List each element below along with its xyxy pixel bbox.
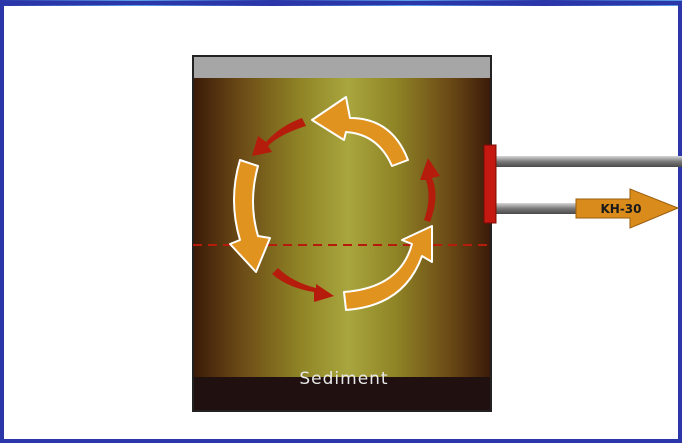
red-arrow-top-left <box>252 118 306 156</box>
circulation-arrows <box>229 96 440 311</box>
sediment-label: Sediment <box>299 369 388 389</box>
outlet-arrow: KH-30 <box>575 188 680 229</box>
outlet-pipes <box>494 156 682 214</box>
orange-arrow-left <box>229 159 271 273</box>
lower-pipe <box>494 203 584 214</box>
sediment-layer <box>194 377 490 410</box>
orange-arrow-bottom <box>343 225 433 311</box>
orange-arrow-top <box>311 96 409 167</box>
upper-pipe <box>494 156 682 167</box>
outlet-valve <box>483 144 497 224</box>
red-arrow-right <box>420 158 440 222</box>
red-arrow-bottom <box>272 268 334 302</box>
outlet-label: KH-30 <box>600 202 641 216</box>
tank-lid <box>194 57 490 78</box>
